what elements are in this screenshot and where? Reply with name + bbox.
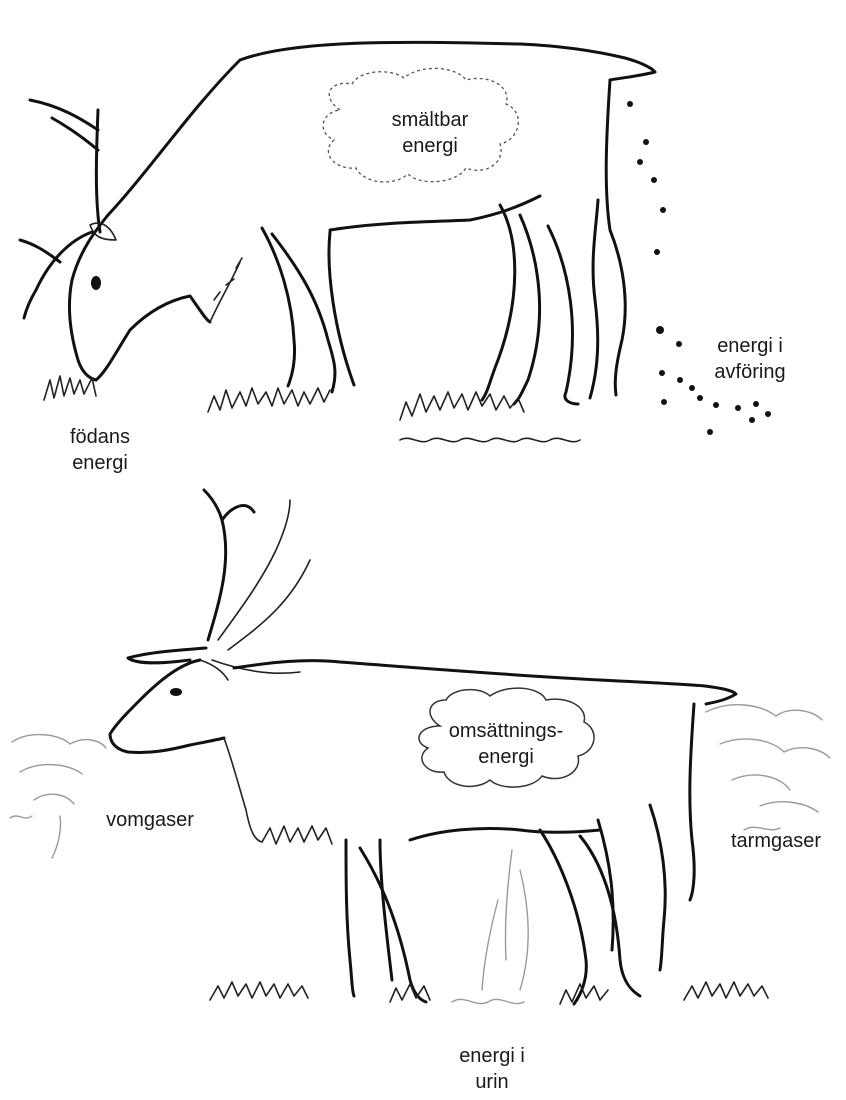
rumen-gases-text: vomgaser xyxy=(90,807,210,833)
urine-energy-line-2: urin xyxy=(447,1069,537,1095)
rumen-gas-puffs xyxy=(10,735,106,858)
urine-energy-label: energi i urin xyxy=(447,1043,537,1095)
intestinal-gases-label: tarmgaser xyxy=(714,828,838,854)
fecal-energy-label: energi i avföring xyxy=(700,333,800,385)
metabolizable-energy-line-2: energi xyxy=(432,744,580,770)
metabolizable-energy-line-1: omsättnings- xyxy=(432,718,580,744)
urine-stream xyxy=(482,850,528,990)
intestinal-gas-puffs xyxy=(706,705,830,830)
food-energy-line-1: födans xyxy=(55,424,145,450)
digestible-energy-line-2: energi xyxy=(380,133,480,159)
urine-energy-line-1: energi i xyxy=(447,1043,537,1069)
standing-reindeer xyxy=(10,490,830,1004)
fecal-energy-line-1: energi i xyxy=(700,333,800,359)
food-energy-label: födans energi xyxy=(55,424,145,476)
rumen-gases-label: vomgaser xyxy=(90,807,210,833)
food-energy-line-2: energi xyxy=(55,450,145,476)
metabolizable-energy-label: omsättnings- energi xyxy=(432,718,580,770)
digestible-energy-label: smältbar energi xyxy=(380,107,480,159)
intestinal-gases-text: tarmgaser xyxy=(714,828,838,854)
fecal-energy-line-2: avföring xyxy=(700,359,800,385)
grazing-reindeer xyxy=(20,42,771,441)
digestible-energy-line-1: smältbar xyxy=(380,107,480,133)
